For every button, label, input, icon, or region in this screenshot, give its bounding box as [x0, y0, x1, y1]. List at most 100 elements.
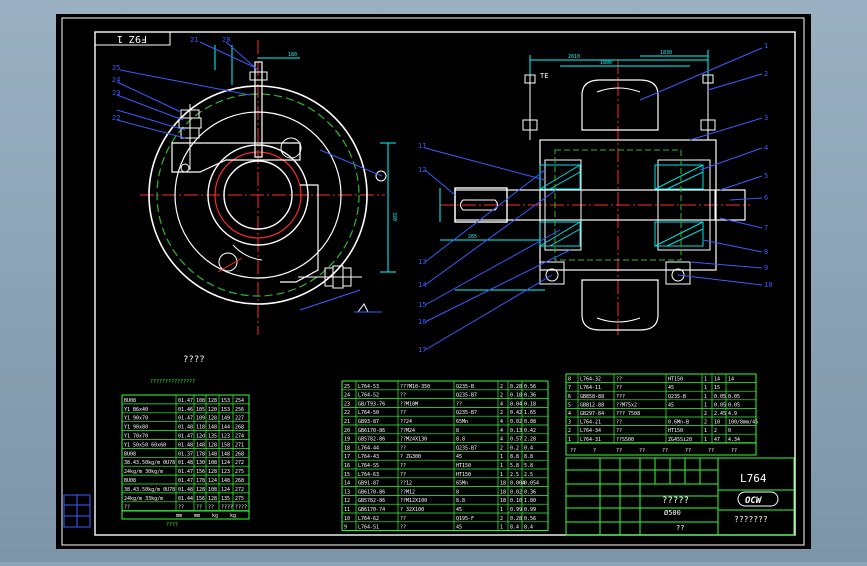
- table-cell: ZG45Si20: [668, 437, 692, 443]
- table-cell: 01.48: [178, 425, 193, 431]
- spec-unit: kg: [230, 513, 236, 519]
- bolt-hole: [280, 137, 302, 159]
- table-cell: ????: [221, 505, 233, 511]
- table-cell: 13: [344, 489, 350, 495]
- hub-bore-circle: [223, 160, 293, 230]
- table-cell: GB6170-86: [358, 489, 385, 495]
- table-cell: 0.054: [524, 481, 539, 487]
- table-cell: 38.43.50kg/m 0U78: [124, 460, 175, 466]
- table-cell: ??: [400, 410, 406, 416]
- table-cell: 14: [728, 377, 734, 383]
- table-cell: 23: [344, 401, 350, 407]
- table-cell: BU08: [124, 398, 136, 404]
- table-cell: ??12: [400, 481, 412, 487]
- table-cell: 0.13: [510, 428, 522, 434]
- table-cell: 254: [235, 398, 244, 404]
- table-cell: 01.47: [178, 469, 193, 475]
- table-cell: ??: [400, 472, 406, 478]
- title-small: ??: [676, 524, 684, 532]
- table-cell: 6: [568, 394, 571, 400]
- table-cell: 65Mn: [456, 419, 468, 425]
- table-cell: 2: [568, 428, 571, 434]
- table-cell: Q235-B7: [456, 393, 477, 399]
- section-view: 2010 1800 1830 265 TE 1 2 3 4: [418, 42, 772, 354]
- bolt-stack-left: [178, 104, 202, 170]
- balloon-2: 2: [764, 70, 768, 78]
- table-cell: 17: [344, 454, 350, 460]
- table-cell: 0.56: [524, 384, 536, 390]
- table-cell: L764-31: [580, 437, 601, 443]
- balloon-9: 9: [764, 264, 768, 272]
- spec-unit: mm: [176, 513, 182, 519]
- table-cell: ??: [196, 505, 202, 511]
- table-cell: 0.36: [524, 393, 536, 399]
- table-cell: 4: [500, 419, 503, 425]
- table-cell: ??: [400, 393, 406, 399]
- balloon-14: 14: [418, 281, 426, 289]
- table-cell: 2: [500, 410, 503, 416]
- table-cell: 128: [208, 469, 217, 475]
- drawing-code-box: F9Z 1: [94, 31, 171, 46]
- table-cell: 0.36: [524, 489, 536, 495]
- table-cell: 21: [344, 419, 350, 425]
- table-cell: 0.05: [728, 402, 740, 408]
- table-cell: Q235-B7: [456, 410, 477, 416]
- table-cell: 2: [500, 384, 503, 390]
- table-cell: L764-52: [358, 393, 379, 399]
- table-cell: Q195-F: [456, 516, 474, 522]
- table-cell: 268: [235, 478, 244, 484]
- table-cell: 0.10: [510, 498, 522, 504]
- table-cell: 8.4: [524, 525, 533, 531]
- table-cell: ??M10M: [400, 401, 418, 407]
- table-cell: 4: [500, 437, 503, 443]
- dimensions-right: [439, 50, 709, 291]
- table-cell: Y1 50x50 60x60: [124, 442, 166, 448]
- hub-red-circle: [214, 151, 302, 239]
- table-cell: 1: [500, 507, 503, 513]
- table-cell: 268: [235, 425, 244, 431]
- table-cell: 0.05: [714, 394, 726, 400]
- table-cell: 0.56: [524, 516, 536, 522]
- table-cell: 0.42: [524, 428, 536, 434]
- table-cell: 45: [456, 454, 462, 460]
- table-cell: L764-63: [358, 472, 379, 478]
- table-cell: 148: [221, 451, 230, 457]
- table-cell: 2.28: [524, 437, 536, 443]
- table-cell: 47: [714, 437, 720, 443]
- table-cell: ??M24X130: [400, 437, 427, 443]
- table-cell: 271: [235, 442, 244, 448]
- table-cell: 227: [235, 416, 244, 422]
- balloon-3: 3: [764, 114, 768, 122]
- table-cell: 128: [196, 487, 205, 493]
- table-cell: HT150: [456, 472, 471, 478]
- table-cell: ??: [400, 525, 406, 531]
- header-cell: ??: [731, 448, 737, 454]
- header-cell: ??: [616, 448, 622, 454]
- bearing-right: [654, 164, 704, 247]
- title-drawing-no: L764: [740, 472, 767, 485]
- table-cell: GB6170-74: [358, 507, 385, 513]
- table-cell: 108: [208, 460, 217, 466]
- table-cell: 2.45: [714, 411, 726, 417]
- table-cell: GB6170-86: [358, 428, 385, 434]
- title-sub: ???????: [734, 515, 768, 524]
- table-cell: 128: [208, 416, 217, 422]
- table-cell: 0.04: [510, 401, 522, 407]
- table-cell: 2: [704, 420, 707, 426]
- spec-unit: kg: [212, 513, 218, 519]
- header-cell: ??: [639, 448, 645, 454]
- table-cell: 158: [221, 442, 230, 448]
- leaders-right: [424, 47, 763, 351]
- company-logo: OCW: [737, 491, 779, 507]
- dimension-text: 265: [468, 234, 477, 240]
- table-cell: 25: [344, 384, 350, 390]
- table-cell: 0.99: [510, 507, 522, 513]
- balloon-6: 6: [764, 194, 768, 202]
- table-cell: 01.48: [178, 442, 193, 448]
- table-cell: 01.37: [178, 451, 193, 457]
- table-cell: 100/8mm/45: [728, 420, 758, 426]
- table-cell: HT150: [668, 428, 683, 434]
- table-cell: 1: [500, 525, 503, 531]
